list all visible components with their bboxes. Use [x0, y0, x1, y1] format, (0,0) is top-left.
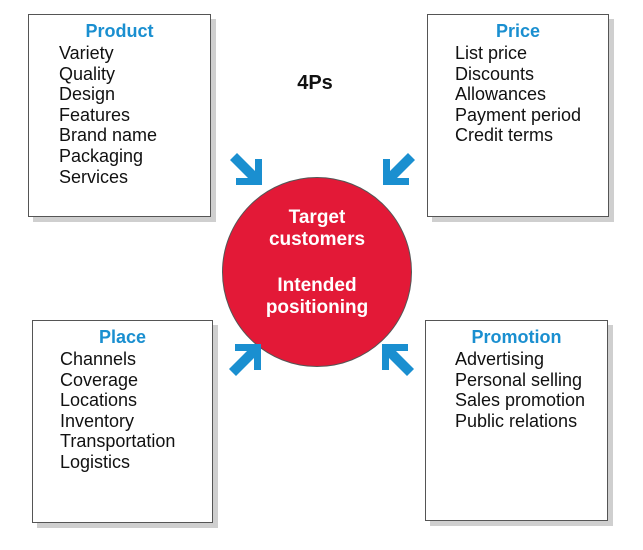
arrow-down-right-icon: [228, 151, 264, 187]
price-list: List price Discounts Allowances Payment …: [455, 43, 608, 146]
product-item: Quality: [59, 63, 116, 84]
product-item: Brand name: [59, 125, 158, 146]
price-title: Price: [495, 21, 541, 41]
place-title: Place: [98, 327, 147, 347]
arrow-up-right-icon: [227, 342, 263, 378]
product-box: Product Variety Quality Design Features …: [28, 14, 211, 217]
price-item: Credit terms: [455, 125, 554, 146]
circle-text-line: positioning: [265, 297, 369, 318]
promotion-item: Advertising: [455, 349, 545, 369]
promotion-list: Advertising Personal selling Sales promo…: [455, 349, 607, 431]
product-item: Design: [59, 84, 116, 105]
promotion-item: Public relations: [455, 410, 578, 431]
place-box: Place Channels Coverage Locations Invent…: [32, 320, 213, 523]
price-item: Payment period: [455, 104, 582, 125]
arrow-up-left-icon: [380, 342, 416, 378]
diagram-title: 4Ps: [297, 72, 333, 94]
circle-text-line: customers: [268, 229, 366, 250]
place-list: Channels Coverage Locations Inventory Tr…: [60, 349, 212, 473]
promotion-item: Sales promotion: [455, 390, 586, 411]
place-item: Inventory: [60, 410, 135, 431]
place-item: Channels: [60, 349, 137, 369]
promotion-item: Personal selling: [455, 369, 583, 390]
product-title: Product: [85, 21, 154, 41]
price-item: Discounts: [455, 63, 535, 84]
place-item: Logistics: [60, 451, 131, 472]
promotion-title: Promotion: [471, 327, 562, 347]
price-item: Allowances: [455, 84, 547, 105]
circle-text-line: Intended: [277, 275, 357, 296]
circle-text-line: Target: [288, 207, 346, 228]
place-item: Coverage: [60, 369, 139, 390]
target-circle: Target customers Intended positioning: [222, 177, 412, 367]
place-item: Locations: [60, 390, 138, 411]
place-item: Transportation: [60, 431, 176, 452]
product-item: Packaging: [59, 145, 144, 166]
product-item: Variety: [59, 43, 114, 63]
product-item: Services: [59, 166, 129, 187]
product-list: Variety Quality Design Features Brand na…: [59, 43, 210, 187]
price-item: List price: [455, 43, 528, 63]
promotion-box: Promotion Advertising Personal selling S…: [425, 320, 608, 521]
price-box: Price List price Discounts Allowances Pa…: [427, 14, 609, 217]
product-item: Features: [59, 104, 131, 125]
arrow-down-left-icon: [381, 151, 417, 187]
